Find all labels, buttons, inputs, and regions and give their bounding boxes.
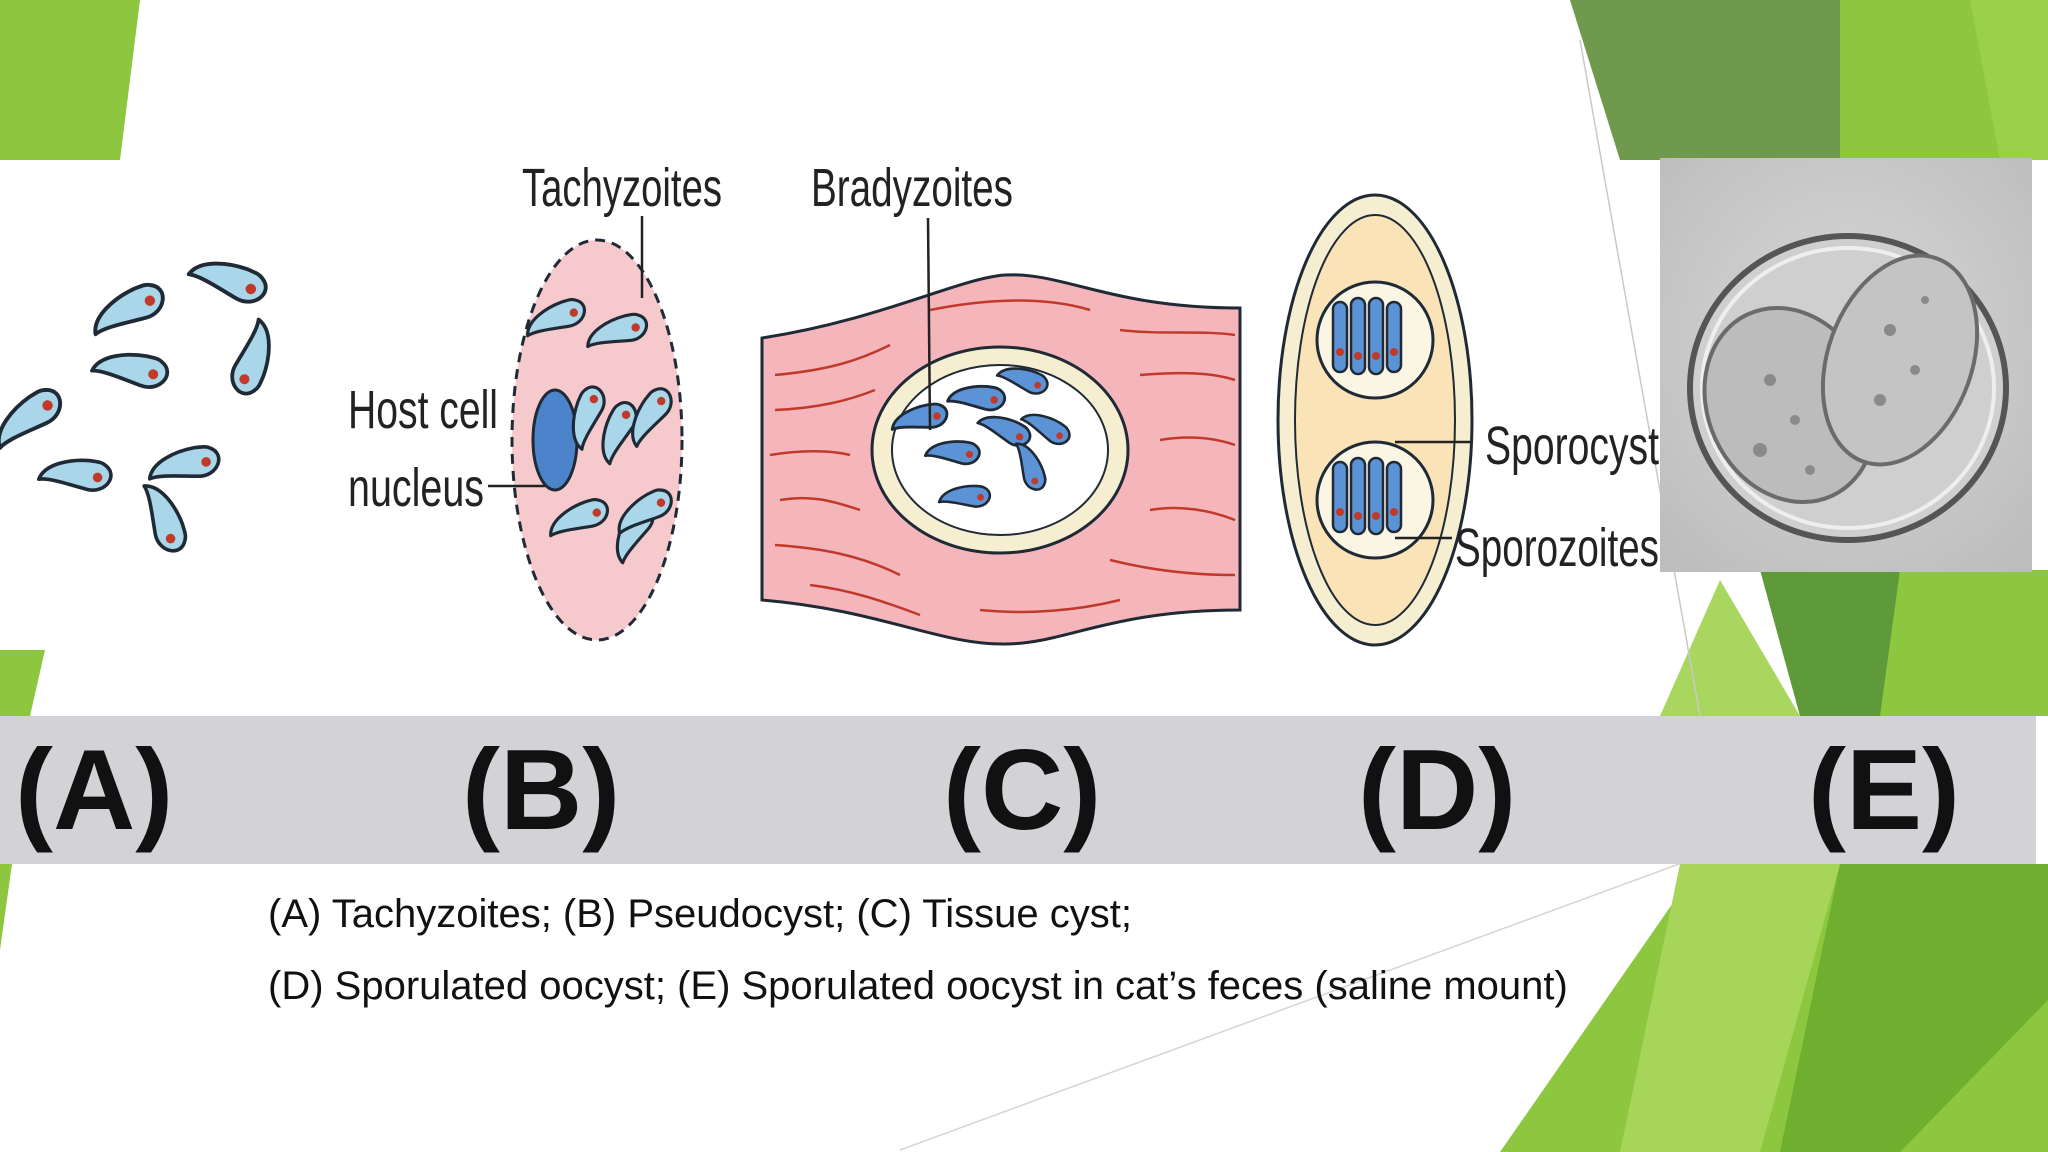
panel-letter-band bbox=[0, 716, 2036, 864]
panel-letter-e: (E) bbox=[1808, 727, 1960, 854]
label-sporozoites: Sporozoites bbox=[1455, 518, 1659, 578]
panel-letter-c: (C) bbox=[943, 727, 1102, 854]
tachyzoites-cluster bbox=[0, 245, 287, 558]
label-nucleus: nucleus bbox=[348, 458, 484, 518]
pseudocyst bbox=[510, 238, 684, 642]
label-bradyzoites: Bradyzoites bbox=[811, 158, 1013, 218]
sporulated-oocyst bbox=[1276, 193, 1474, 647]
label-sporocyst: Sporocyst bbox=[1485, 416, 1659, 476]
oocyst-micrograph bbox=[1660, 158, 2032, 572]
caption-line-2: (D) Sporulated oocyst; (E) Sporulated oo… bbox=[268, 964, 1568, 1008]
panel-letter-a: (A) bbox=[15, 727, 174, 854]
tissue-cyst bbox=[760, 273, 1242, 646]
panel-letter-d: (D) bbox=[1358, 727, 1517, 854]
caption-line-1: (A) Tachyzoites; (B) Pseudocyst; (C) Tis… bbox=[268, 892, 1132, 936]
panel-letter-b: (B) bbox=[462, 727, 621, 854]
label-host-cell: Host cell bbox=[348, 380, 498, 440]
label-tachyzoites: Tachyzoites bbox=[522, 158, 722, 218]
host-cell-nucleus bbox=[531, 388, 579, 492]
